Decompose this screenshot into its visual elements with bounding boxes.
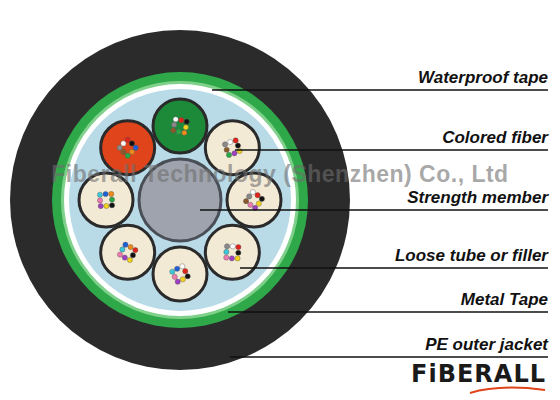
colored-fiber (104, 203, 109, 208)
metal-tape (52, 72, 308, 328)
colored-fiber (250, 189, 255, 194)
loose-tube (153, 247, 207, 301)
colored-fiber (259, 196, 264, 201)
waterproof-tape (64, 84, 296, 316)
leader-lines (200, 90, 548, 357)
colored-fiber (109, 191, 114, 196)
colored-fiber (226, 152, 231, 157)
colored-fiber (247, 194, 252, 199)
colored-fiber (224, 249, 229, 254)
part-label: Colored fiber (442, 128, 548, 148)
colored-fiber (230, 244, 235, 249)
colored-fiber (117, 252, 122, 257)
colored-fiber (125, 153, 130, 158)
colored-fiber (133, 247, 138, 252)
leader-line (235, 149, 548, 150)
colored-fiber (184, 119, 189, 124)
colored-fiber (172, 274, 177, 279)
colored-fiber (224, 244, 229, 249)
leader-line (230, 356, 548, 357)
colored-fiber (175, 266, 180, 271)
colored-fiber (179, 118, 184, 123)
loose-tube (153, 99, 207, 153)
part-label: PE outer jacket (425, 335, 548, 355)
colored-fiber (236, 250, 241, 255)
colored-fiber (120, 247, 125, 252)
brand-logo: FiBERALL (411, 360, 546, 388)
logo-mark (470, 388, 545, 393)
colored-fiber (121, 141, 126, 146)
colored-fiber (117, 145, 122, 150)
logo-swoosh (470, 388, 545, 393)
colored-fiber (128, 244, 133, 249)
colored-fiber (170, 269, 175, 274)
colored-fiber (122, 255, 127, 260)
colored-fiber (235, 256, 240, 261)
part-label: Loose tube or filler (395, 246, 548, 266)
pe-jacket (10, 30, 350, 370)
loose-tube (205, 225, 259, 279)
colored-fiber (185, 274, 190, 279)
colored-fiber (172, 122, 177, 127)
gel-fill (69, 89, 291, 311)
colored-fiber (171, 128, 176, 133)
colored-fiber (256, 201, 261, 206)
colored-fiber (133, 145, 138, 150)
leader-line (212, 89, 548, 90)
part-label: Strength member (407, 188, 548, 208)
colored-fiber (127, 257, 132, 262)
colored-fiber (103, 191, 108, 196)
colored-fiber (129, 141, 134, 146)
colored-fiber (222, 142, 227, 147)
colored-fiber (183, 269, 188, 274)
colored-fiber (129, 149, 134, 154)
colored-fiber (237, 148, 242, 153)
part-label: Waterproof tape (418, 68, 548, 88)
colored-fiber (97, 198, 102, 203)
colored-fiber (224, 255, 229, 260)
colored-fiber (180, 277, 185, 282)
colored-fiber (182, 130, 187, 135)
loose-tubes (79, 99, 281, 301)
watermark: Fiberall Technology (Shenzhen) Co., Ltd (51, 160, 508, 188)
colored-fiber (183, 125, 188, 130)
colored-fiber (228, 139, 233, 144)
colored-fiber (175, 279, 180, 284)
leader-line (228, 311, 548, 312)
colored-fiber (243, 199, 248, 204)
colored-fiber (235, 143, 240, 148)
leader-line (240, 267, 548, 268)
colored-fiber (121, 149, 126, 154)
colored-fiber (109, 197, 114, 202)
colored-fiber (176, 129, 181, 134)
colored-fiber (236, 244, 241, 249)
colored-fiber (180, 264, 185, 269)
colored-fiber (248, 202, 253, 207)
colored-fiber (125, 137, 130, 142)
colored-fiber (130, 253, 135, 258)
colored-fiber (97, 192, 102, 197)
loose-tube (101, 225, 155, 279)
colored-fiber (255, 193, 260, 198)
leader-line (200, 209, 548, 210)
colored-fiber (123, 242, 128, 247)
colored-fiber (98, 203, 103, 208)
colored-fiber (109, 203, 114, 208)
colored-fiber (229, 256, 234, 261)
colored-fiber (232, 151, 237, 156)
part-label: Metal Tape (461, 290, 548, 310)
colored-fiber (233, 138, 238, 143)
colored-fiber (224, 147, 229, 152)
colored-fiber (173, 117, 178, 122)
metal-tape-inner (61, 81, 299, 319)
